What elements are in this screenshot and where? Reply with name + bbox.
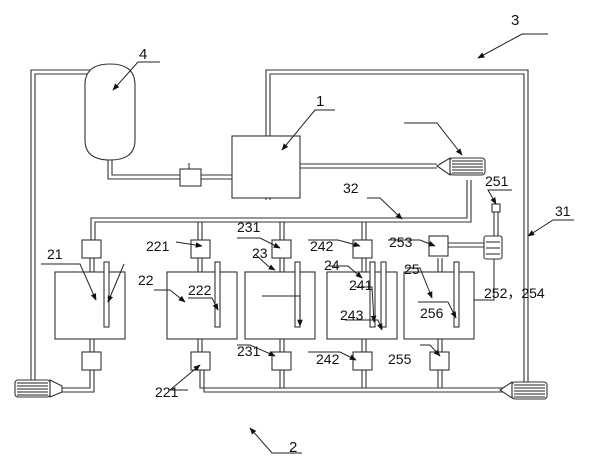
label-242-bottom: 242 [316, 351, 340, 367]
heat-exchanger-right [435, 157, 486, 177]
heat-exchanger-left [14, 379, 63, 398]
probe-24b [380, 261, 387, 328]
probe-256 [453, 261, 460, 328]
label-222: 222 [188, 282, 212, 298]
sensor-251 [491, 203, 501, 213]
tank-25 [403, 271, 475, 340]
label-3: 3 [511, 12, 519, 29]
flow-meter-lines [486, 241, 500, 255]
label-23: 23 [252, 245, 268, 261]
heat-exchanger-bottom-right [499, 380, 548, 400]
valve-top-21 [81, 239, 102, 259]
valve-bottom-22 [190, 351, 211, 371]
valve-bottom-23 [271, 351, 292, 371]
valve-top-25 [428, 235, 449, 257]
label-4: 4 [139, 46, 147, 63]
label-221-top: 221 [146, 238, 170, 254]
label-242-top: 242 [310, 238, 334, 254]
label-25: 25 [404, 261, 420, 277]
label-231-bottom: 231 [237, 343, 261, 359]
valve-bottom-25 [429, 351, 450, 371]
reactor-unit [231, 135, 301, 199]
label-252-254: 252，254 [484, 285, 545, 301]
pipe-valve-tank-links [89, 258, 443, 352]
label-21: 21 [47, 246, 63, 262]
label-2: 2 [289, 439, 297, 456]
label-221-bottom: 221 [155, 384, 179, 400]
label-241: 241 [349, 277, 373, 293]
label-243: 243 [340, 307, 364, 323]
label-22: 22 [138, 272, 154, 288]
tank-22 [166, 271, 238, 340]
label-31: 31 [555, 203, 571, 219]
pipe-left-loop [30, 69, 97, 382]
label-1: 1 [316, 93, 324, 110]
label-231-top: 231 [237, 219, 261, 235]
label-255: 255 [388, 351, 412, 367]
pipe-bottom-header [199, 370, 520, 393]
label-256: 256 [420, 305, 444, 321]
valve-top-24 [352, 239, 373, 259]
pipe-tank-reactor [107, 158, 232, 180]
pipe-exchanger-header [90, 180, 472, 240]
valve-top-22 [190, 239, 211, 259]
probe-222 [214, 261, 221, 328]
label-253: 253 [389, 234, 413, 250]
valve-top-23 [271, 239, 292, 259]
pipe-left-exchanger [62, 370, 95, 393]
leader-lines [41, 33, 574, 454]
label-24: 24 [324, 257, 340, 273]
valve-bottom-21 [81, 351, 102, 371]
pipe-reactor-exchanger [300, 163, 437, 169]
pipe-top-drops [197, 222, 367, 240]
valve-bottom-24 [352, 351, 373, 371]
pump-valve [179, 168, 202, 187]
storage-tank [84, 63, 136, 161]
tank-23 [244, 271, 316, 340]
label-32: 32 [343, 180, 359, 196]
label-251: 251 [485, 173, 509, 189]
probe-21 [103, 261, 110, 328]
probe-23 [294, 261, 301, 328]
pipe-flow-branch [448, 212, 499, 301]
tank-21 [54, 271, 126, 340]
